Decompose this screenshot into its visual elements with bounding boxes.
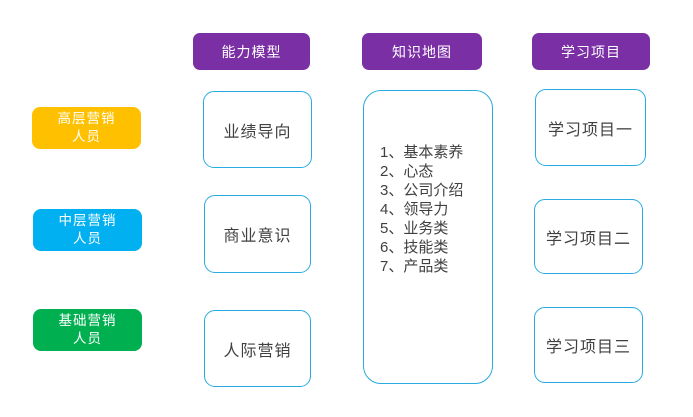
knowledge-map-box: 1、基本素养 2、心态 3、公司介绍 4、领导力 5、业务类 6、技能类 7、产… — [363, 90, 493, 384]
role-box-middle-marketing: 中层营销 人员 — [33, 209, 142, 251]
header-knowledge-map: 知识地图 — [362, 33, 482, 70]
competency-box-interpersonal: 人际营销 — [204, 310, 311, 387]
competency-box-performance-label: 业绩导向 — [223, 123, 292, 141]
program-box-one: 学习项目一 — [535, 89, 646, 166]
competency-box-business-sense-label: 商业意识 — [223, 228, 292, 245]
program-box-two-label: 学习项目二 — [545, 230, 631, 248]
header-learning-programs: 学习项目 — [532, 33, 650, 70]
role-senior-line2: 人员 — [72, 129, 101, 144]
role-box-basic-marketing: 基础营销 人员 — [33, 309, 142, 351]
header-competency-model-label: 能力模型 — [221, 43, 282, 60]
program-box-three-label: 学习项目三 — [545, 339, 631, 356]
knowledge-item-6: 6、技能类 — [380, 239, 449, 256]
knowledge-item-5: 5、业务类 — [380, 220, 449, 237]
knowledge-item-1: 1、基本素养 — [380, 144, 464, 161]
header-competency-model: 能力模型 — [193, 33, 310, 70]
header-knowledge-map-label: 知识地图 — [392, 43, 452, 60]
role-middle-line2: 人员 — [73, 231, 102, 246]
role-middle-line1: 中层营销 — [58, 213, 117, 228]
role-basic-line1: 基础营销 — [58, 313, 117, 328]
role-senior-line1: 高层营销 — [57, 111, 116, 126]
knowledge-item-7: 7、产品类 — [380, 258, 449, 275]
competency-box-interpersonal-label: 人际营销 — [223, 342, 292, 360]
knowledge-item-3: 3、公司介绍 — [380, 182, 464, 199]
role-box-senior-marketing: 高层营销 人员 — [32, 107, 141, 149]
competency-box-performance: 业绩导向 — [203, 91, 312, 168]
program-box-two: 学习项目二 — [534, 199, 643, 274]
competency-box-business-sense: 商业意识 — [204, 195, 311, 273]
role-basic-line2: 人员 — [73, 331, 102, 346]
program-box-one-label: 学习项目一 — [547, 121, 633, 139]
knowledge-item-4: 4、领导力 — [380, 201, 449, 218]
knowledge-item-2: 2、心态 — [380, 163, 434, 180]
program-box-three: 学习项目三 — [534, 307, 643, 383]
header-learning-programs-label: 学习项目 — [561, 43, 621, 60]
